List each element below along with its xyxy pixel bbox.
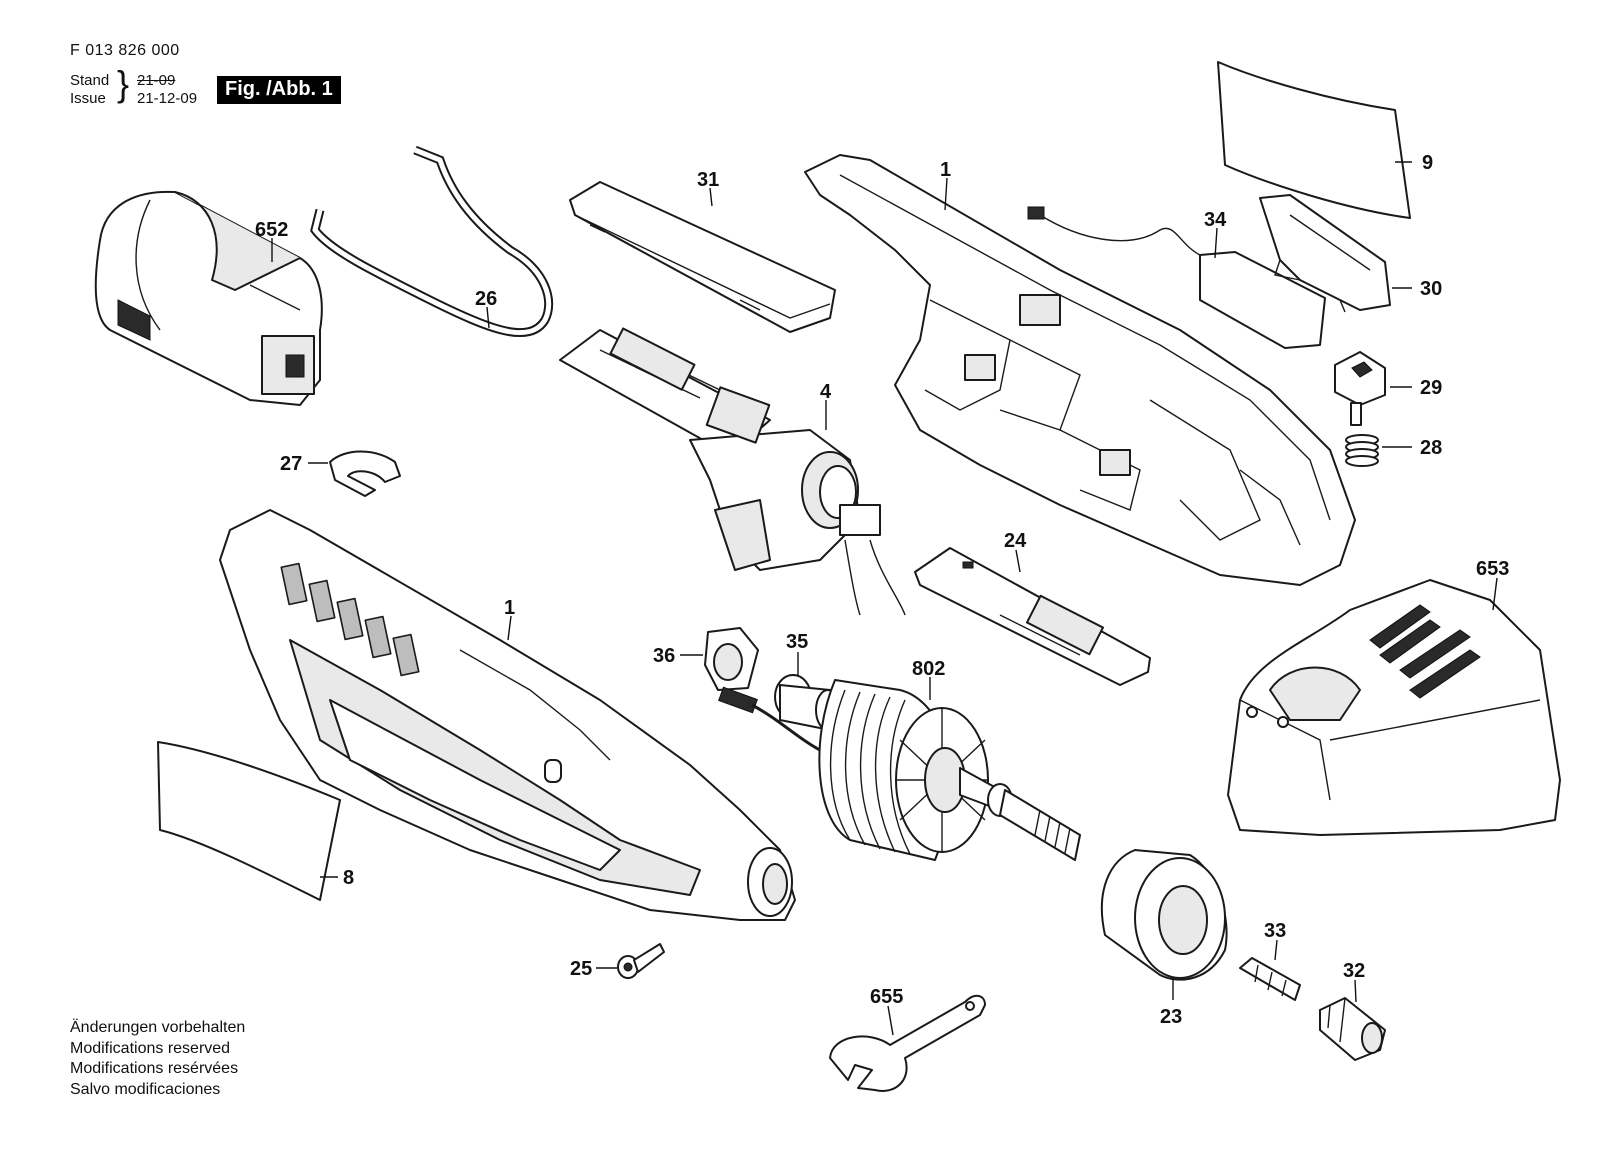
part-4-electronics-assembly	[559, 327, 906, 616]
part-26-cable	[310, 145, 554, 338]
callout-1-bottom: 1	[504, 597, 515, 619]
part-30-clip	[1259, 194, 1391, 313]
callout-30: 30	[1420, 278, 1442, 300]
part-31-cover	[569, 181, 836, 333]
callout-numbers: 1 9 31 34 30 652 26 29 4 28 27 24 1 653 …	[255, 152, 1509, 1028]
callout-8: 8	[343, 867, 354, 889]
part-28-spring	[1345, 434, 1379, 467]
part-23-cap	[1100, 849, 1228, 981]
part-24-slider	[914, 547, 1151, 686]
callout-27: 27	[280, 453, 302, 475]
callout-26: 26	[475, 288, 497, 310]
callout-653: 653	[1476, 558, 1509, 580]
part-33-collet	[1239, 957, 1301, 1001]
part-655-wrench	[829, 994, 986, 1092]
callout-36: 36	[653, 645, 675, 667]
callout-28: 28	[1420, 437, 1442, 459]
notice-french: Modifications resérvées	[70, 1060, 239, 1077]
part-25-screw	[617, 943, 665, 979]
stand-date: 21-09	[137, 72, 176, 89]
notice-spanish: Salvo modificaciones	[70, 1080, 221, 1098]
part-36-bearing-holder	[704, 627, 759, 691]
part-653-charger	[1227, 579, 1561, 836]
figure-badge: Fig. /Abb. 1	[217, 76, 341, 104]
callout-31: 31	[697, 169, 719, 191]
part-29-button	[1334, 351, 1386, 426]
callout-652: 652	[255, 219, 288, 241]
callout-33: 33	[1264, 920, 1286, 942]
callout-23: 23	[1160, 1006, 1182, 1028]
part-652-battery	[94, 190, 323, 406]
callout-1-top: 1	[940, 159, 951, 181]
callout-802: 802	[912, 658, 945, 680]
part-9-label-sheet	[1217, 61, 1411, 219]
part-34-switch-module	[1027, 206, 1326, 349]
callout-24: 24	[1004, 530, 1027, 552]
armature-windings	[829, 689, 911, 855]
stand-label: Stand	[70, 72, 110, 89]
callout-9: 9	[1422, 152, 1433, 174]
part-1-housing-right	[804, 154, 1356, 586]
notice-english: Modifications reserved	[70, 1039, 231, 1057]
part-1-housing-left	[219, 509, 796, 921]
document-number: F 013 826 000	[70, 42, 180, 59]
leader-lines	[271, 161, 1498, 1036]
callout-25: 25	[570, 958, 592, 980]
callout-4: 4	[820, 381, 832, 403]
callout-29: 29	[1420, 377, 1442, 399]
callout-34: 34	[1204, 209, 1227, 231]
charger-vent-grille	[1369, 604, 1481, 699]
part-32-collet-nut	[1319, 997, 1386, 1061]
part-802-armature	[718, 679, 1081, 861]
issue-label: Issue	[70, 90, 106, 107]
callout-655: 655	[870, 986, 903, 1008]
issue-date: 21-12-09	[137, 90, 198, 107]
part-27-clip	[329, 450, 401, 497]
part-8-label-sheet	[157, 741, 341, 901]
callout-32: 32	[1343, 960, 1365, 982]
callout-35: 35	[786, 631, 808, 653]
notice-german: Änderungen vorbehalten	[70, 1019, 246, 1036]
modifications-notice: Änderungen vorbehalten Modifications res…	[70, 1018, 245, 1100]
brace-glyph: }	[117, 63, 130, 104]
